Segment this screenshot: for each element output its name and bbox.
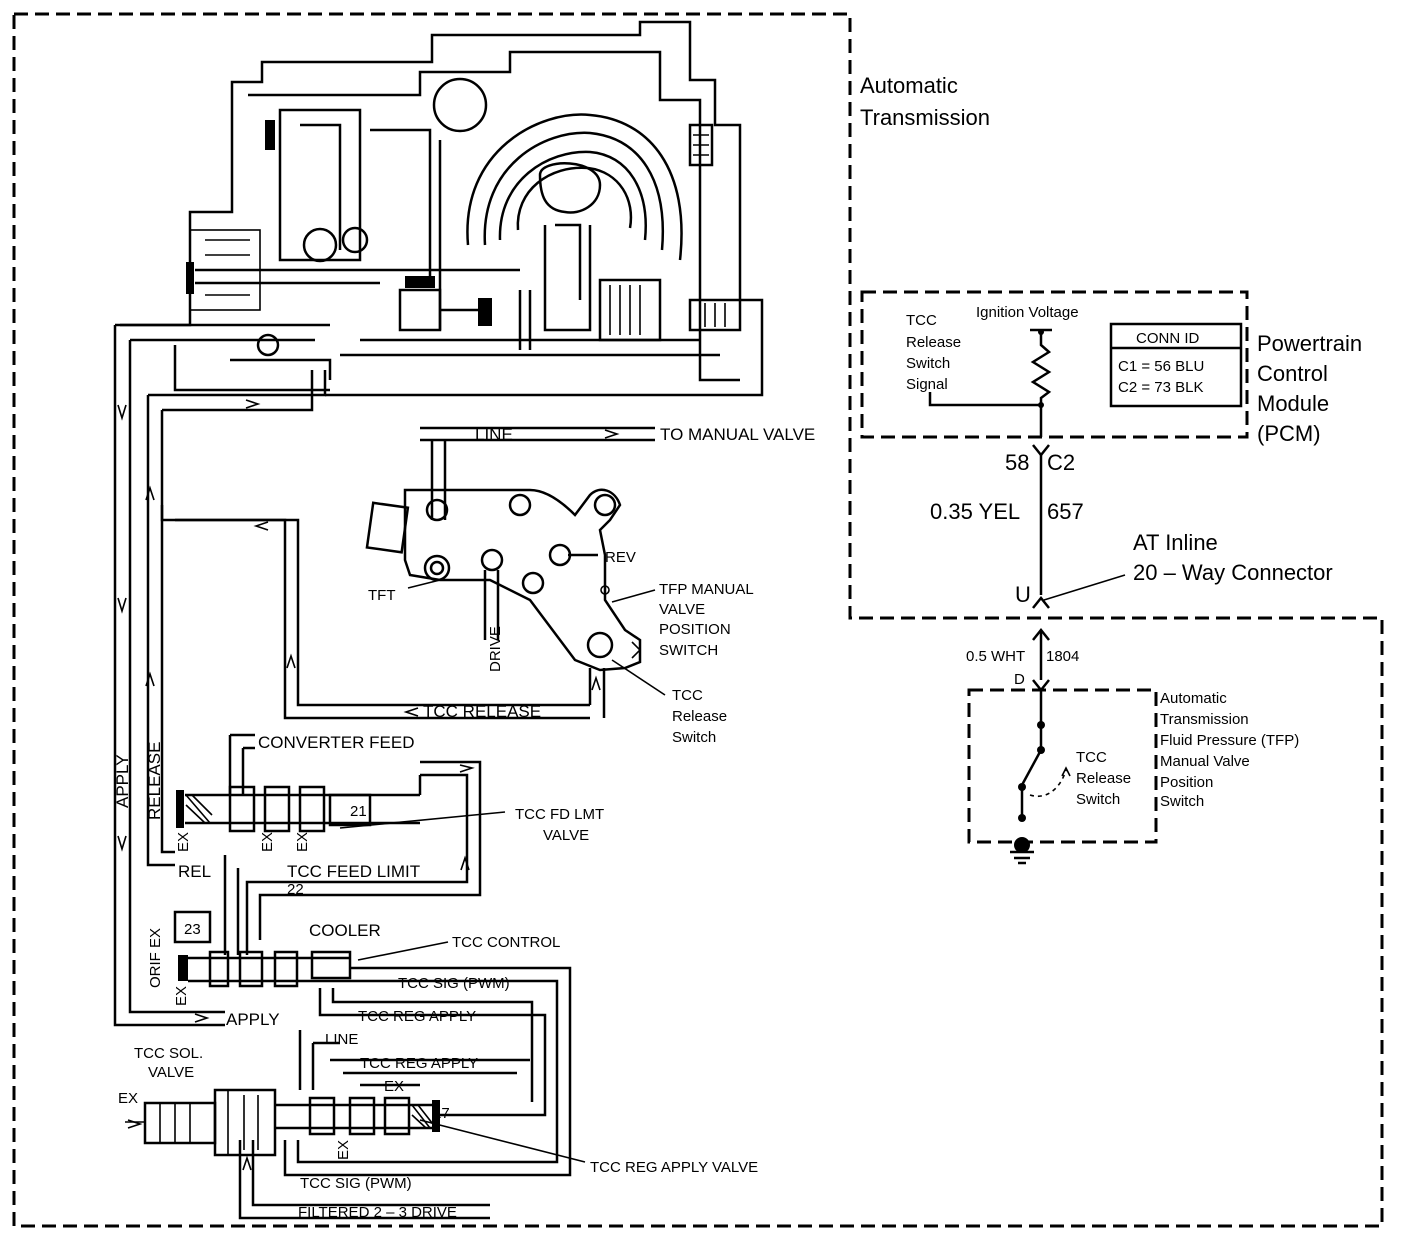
tfp-title-6: Switch: [1160, 793, 1204, 810]
tcc-sig-pwm-label-1: TCC SIG (PWM): [398, 975, 510, 992]
tft-label: TFT: [368, 587, 396, 604]
tcc-release-label: TCC RELEASE: [423, 702, 541, 721]
orif-ex-label: ORIF EX: [147, 928, 164, 988]
pin-58: 58: [1005, 450, 1029, 475]
apply-vertical-label: APPLY: [113, 754, 132, 808]
circuit-upper: 657: [1047, 499, 1084, 524]
wire-upper: 0.35 YEL: [930, 499, 1020, 524]
tcc-sol-valve-1: TCC SOL.: [134, 1045, 203, 1062]
wire-lower: 0.5 WHT: [966, 648, 1025, 665]
inline-label-1: AT Inline: [1133, 530, 1218, 555]
converter-feed-label: CONVERTER FEED: [258, 733, 415, 752]
tcc-switch-label-3: Switch: [1076, 791, 1120, 808]
hydraulic-passages: [113, 323, 655, 1220]
tfp-title-3: Fluid Pressure (TFP): [1160, 732, 1299, 749]
circuit-lower: 1804: [1046, 648, 1079, 665]
pcm-signal-label-1: TCC: [906, 312, 937, 329]
line2-label: LINE: [325, 1031, 358, 1048]
conn-id-header: CONN ID: [1136, 330, 1200, 347]
labels: Automatic Transmission Ignition Voltage …: [113, 73, 1362, 1221]
ex-label-2: EX: [259, 832, 276, 852]
tcc-sol-valve-2: VALVE: [148, 1064, 194, 1081]
pcm-title-4: (PCM): [1257, 421, 1321, 446]
leader-lines: [339, 579, 666, 1163]
pcm-signal-label-2: Release: [906, 334, 961, 351]
tcc-reg-apply-label-2: TCC REG APPLY: [360, 1055, 478, 1072]
num-17: 17: [433, 1105, 450, 1122]
tfp-switch-box: [967, 688, 1158, 865]
tcc-control-valve-spool: [173, 910, 352, 988]
tcc-release-switch-1: TCC: [672, 687, 703, 704]
tfp-manual-3: POSITION: [659, 621, 731, 638]
auto-trans-title-line2: Transmission: [860, 105, 990, 130]
tcc-fd-lmt-2: VALVE: [543, 827, 589, 844]
num-22: 22: [287, 881, 304, 898]
tcc-reg-apply-valve-label: TCC REG APPLY VALVE: [590, 1159, 758, 1176]
tfp-manual-2: VALVE: [659, 601, 705, 618]
conn-c1: C1 = 56 BLU: [1118, 358, 1204, 375]
to-manual-valve-label: TO MANUAL VALVE: [660, 425, 815, 444]
pin-d: D: [1014, 671, 1025, 688]
rel-label: REL: [178, 862, 211, 881]
automatic-transmission-boundary: [12, 12, 1384, 1228]
num-21: 21: [350, 803, 367, 820]
pcm-title-1: Powertrain: [1257, 331, 1362, 356]
tcc-fd-lmt-1: TCC FD LMT: [515, 806, 604, 823]
tcc-feed-limit-label: TCC FEED LIMIT: [287, 862, 420, 881]
ex-label-1: EX: [175, 832, 192, 852]
auto-trans-title-line1: Automatic: [860, 73, 958, 98]
inline-label-2: 20 – Way Connector: [1133, 560, 1333, 585]
cooler-label: COOLER: [309, 921, 381, 940]
ex-label-4: EX: [173, 986, 190, 1006]
conn-c2: C2 = 73 BLK: [1118, 379, 1203, 396]
tfp-title-4: Manual Valve: [1160, 753, 1250, 770]
rev-label: REV: [605, 549, 636, 566]
num-23: 23: [184, 921, 201, 938]
pcm-title-3: Module: [1257, 391, 1329, 416]
ex-label-5: EX: [384, 1078, 404, 1095]
ignition-voltage-label: Ignition Voltage: [976, 304, 1079, 321]
tcc-switch-label-2: Release: [1076, 770, 1131, 787]
pin-c2: C2: [1047, 450, 1075, 475]
release-vertical-label: RELEASE: [145, 742, 164, 820]
tcc-sig-pwm-label-2: TCC SIG (PWM): [300, 1175, 412, 1192]
tfp-manual-4: SWITCH: [659, 642, 718, 659]
transmission-case-drawing: [120, 20, 764, 397]
drive-label: DRIVE: [487, 626, 504, 672]
tcc-reg-apply-label-1: TCC REG APPLY: [358, 1008, 476, 1025]
tfp-title-1: Automatic: [1160, 690, 1227, 707]
inline-pin-u: U: [1015, 582, 1031, 607]
tcc-release-switch-2: Release: [672, 708, 727, 725]
flow-arrows: [117, 399, 620, 1171]
tcc-switch-label-1: TCC: [1076, 749, 1107, 766]
ex-label-7: EX: [335, 1140, 352, 1160]
tfp-title-5: Position: [1160, 774, 1213, 791]
tcc-fd-lmt-valve-spool: [176, 775, 422, 833]
ex-label-6: EX: [118, 1090, 138, 1107]
filtered-drive-label: FILTERED 2 – 3 DRIVE: [298, 1204, 457, 1221]
tfp-title-2: Transmission: [1160, 711, 1249, 728]
pcm-signal-label-3: Switch: [906, 355, 950, 372]
tfp-manual-1: TFP MANUAL: [659, 581, 754, 598]
tcc-solenoid-and-reg-apply-valve: [125, 1088, 440, 1157]
manual-valve-body: [365, 488, 642, 672]
ex-label-3: EX: [294, 832, 311, 852]
pcm-title-2: Control: [1257, 361, 1328, 386]
tcc-release-switch-3: Switch: [672, 729, 716, 746]
pcm-box: [860, 290, 1249, 439]
tcc-control-label: TCC CONTROL: [452, 934, 560, 951]
apply-label: APPLY: [226, 1010, 280, 1029]
pcm-signal-label-4: Signal: [906, 376, 948, 393]
line-label: LINE: [475, 425, 513, 444]
